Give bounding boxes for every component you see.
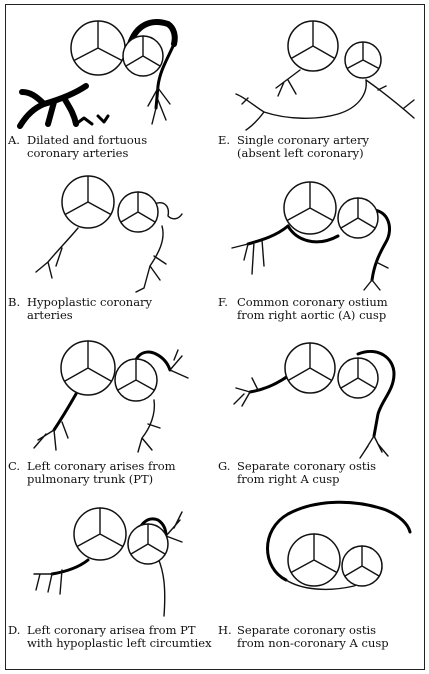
panel-f: F. Common coronary ostium from right aor… [218,170,429,335]
panel-b-text: Hypoplastic coronary arteries [27,296,219,321]
panel-c-letter: C. [8,460,26,473]
panel-e-text: Single coronary artery (absent left coro… [237,134,429,159]
panel-f-text: Common coronary ostium from right aortic… [237,296,429,321]
panel-c: C. Left coronary arises from pulmonary t… [8,334,220,499]
panel-e-diagram [218,8,429,133]
panel-h-text: Separate coronary ostis from non-coronar… [237,624,429,649]
panel-c-diagram [8,334,220,459]
panel-g-text: Separate coronary ostis from right A cus… [237,460,429,485]
panel-b: B. Hypoplastic coronary arteries [8,170,220,335]
panel-h-diagram [218,498,429,623]
panel-d-diagram [8,498,220,623]
panel-e-letter: E. [218,134,236,147]
panel-f-diagram [218,170,429,295]
panel-g-letter: G. [218,460,236,473]
panel-b-diagram [8,170,220,295]
panel-d: D. Left coronary arisea from PT with hyp… [8,498,220,663]
panel-a-text: Dilated and fortuous coronary arteries [27,134,219,159]
panel-a: A. Dilated and fortuous coronary arterie… [8,8,220,173]
panel-h-letter: H. [218,624,236,637]
panel-g-diagram [218,334,429,459]
panel-g: G. Separate coronary ostis from right A … [218,334,429,499]
panel-a-letter: A. [8,134,26,147]
panel-c-text: Left coronary arises from pulmonary trun… [27,460,219,485]
panel-b-letter: B. [8,296,26,309]
panel-a-diagram [8,8,220,133]
panel-f-letter: F. [218,296,236,309]
panel-d-letter: D. [8,624,26,637]
panel-d-text: Left coronary arisea from PT with hypopl… [27,624,219,649]
panel-e: E. Single coronary artery (absent left c… [218,8,429,173]
panel-h: H. Separate coronary ostis from non-coro… [218,498,429,663]
